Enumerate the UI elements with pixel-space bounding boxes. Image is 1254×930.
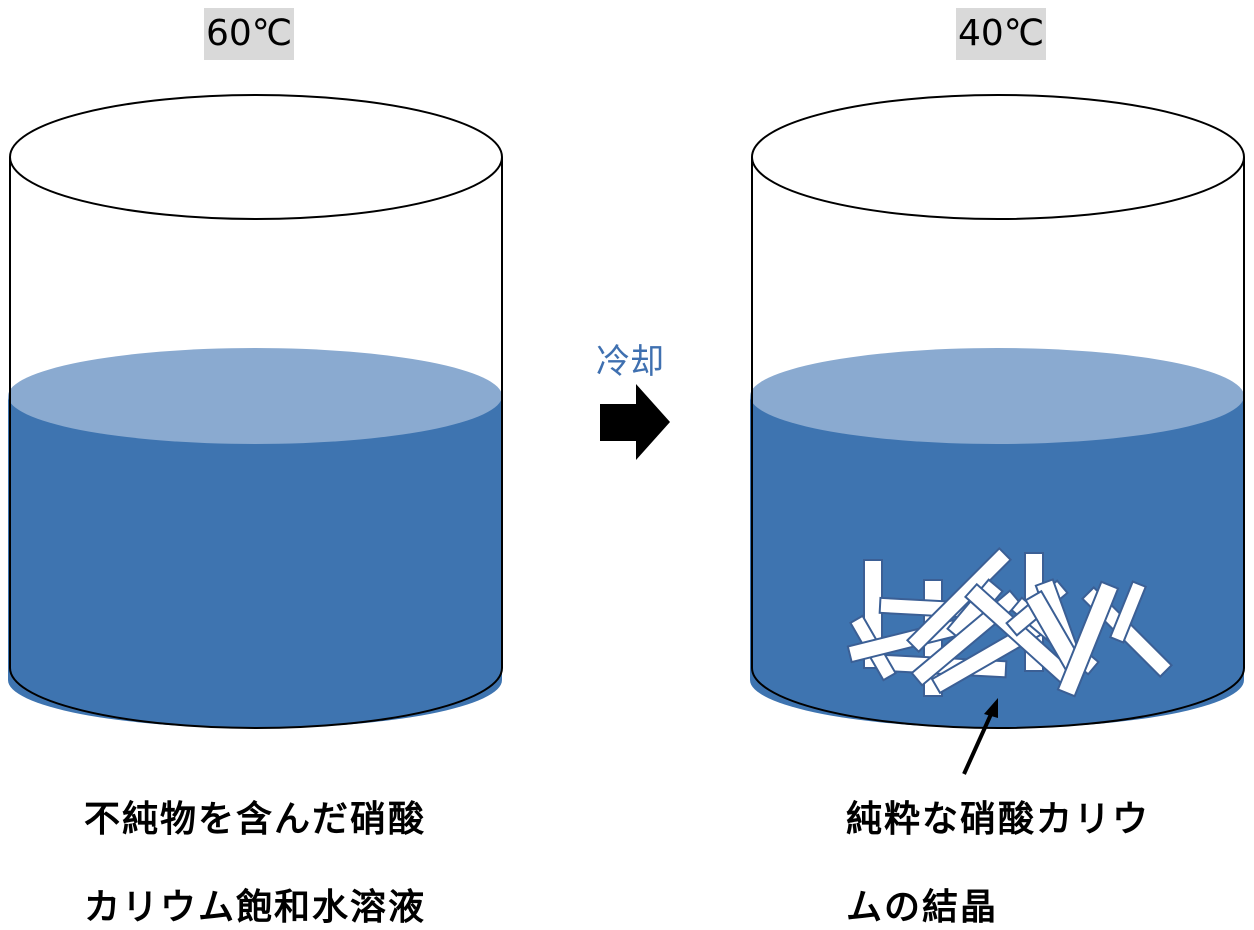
crystal [905, 546, 1013, 654]
left-temperature-label: 60℃ [204, 8, 295, 60]
left-beaker-rim [9, 94, 503, 220]
right-temperature-label: 40℃ [956, 8, 1047, 60]
potassium-nitrate-crystals [846, 546, 1173, 698]
right-caption-line1: 純粋な硝酸カリウ [846, 799, 1151, 840]
crystal-pointer-arrow-icon [962, 698, 998, 775]
left-solution-surface [8, 348, 502, 444]
right-beaker [750, 94, 1245, 729]
crystal [1108, 580, 1148, 644]
cooling-label: 冷却 [596, 342, 664, 382]
right-solution-surface [750, 348, 1244, 444]
right-beaker-outline [751, 157, 1245, 729]
left-solution-body [8, 396, 502, 728]
left-beaker [8, 94, 503, 729]
right-caption-line2: ムの結晶 [846, 887, 999, 928]
right-arrow-icon [600, 384, 670, 460]
right-beaker-rim [751, 94, 1245, 220]
crystal [1056, 580, 1120, 698]
left-caption-line1: 不純物を含んだ硝酸 [84, 799, 427, 840]
left-caption-line2: カリウム飽和水溶液 [84, 887, 427, 928]
left-beaker-outline [9, 157, 503, 729]
